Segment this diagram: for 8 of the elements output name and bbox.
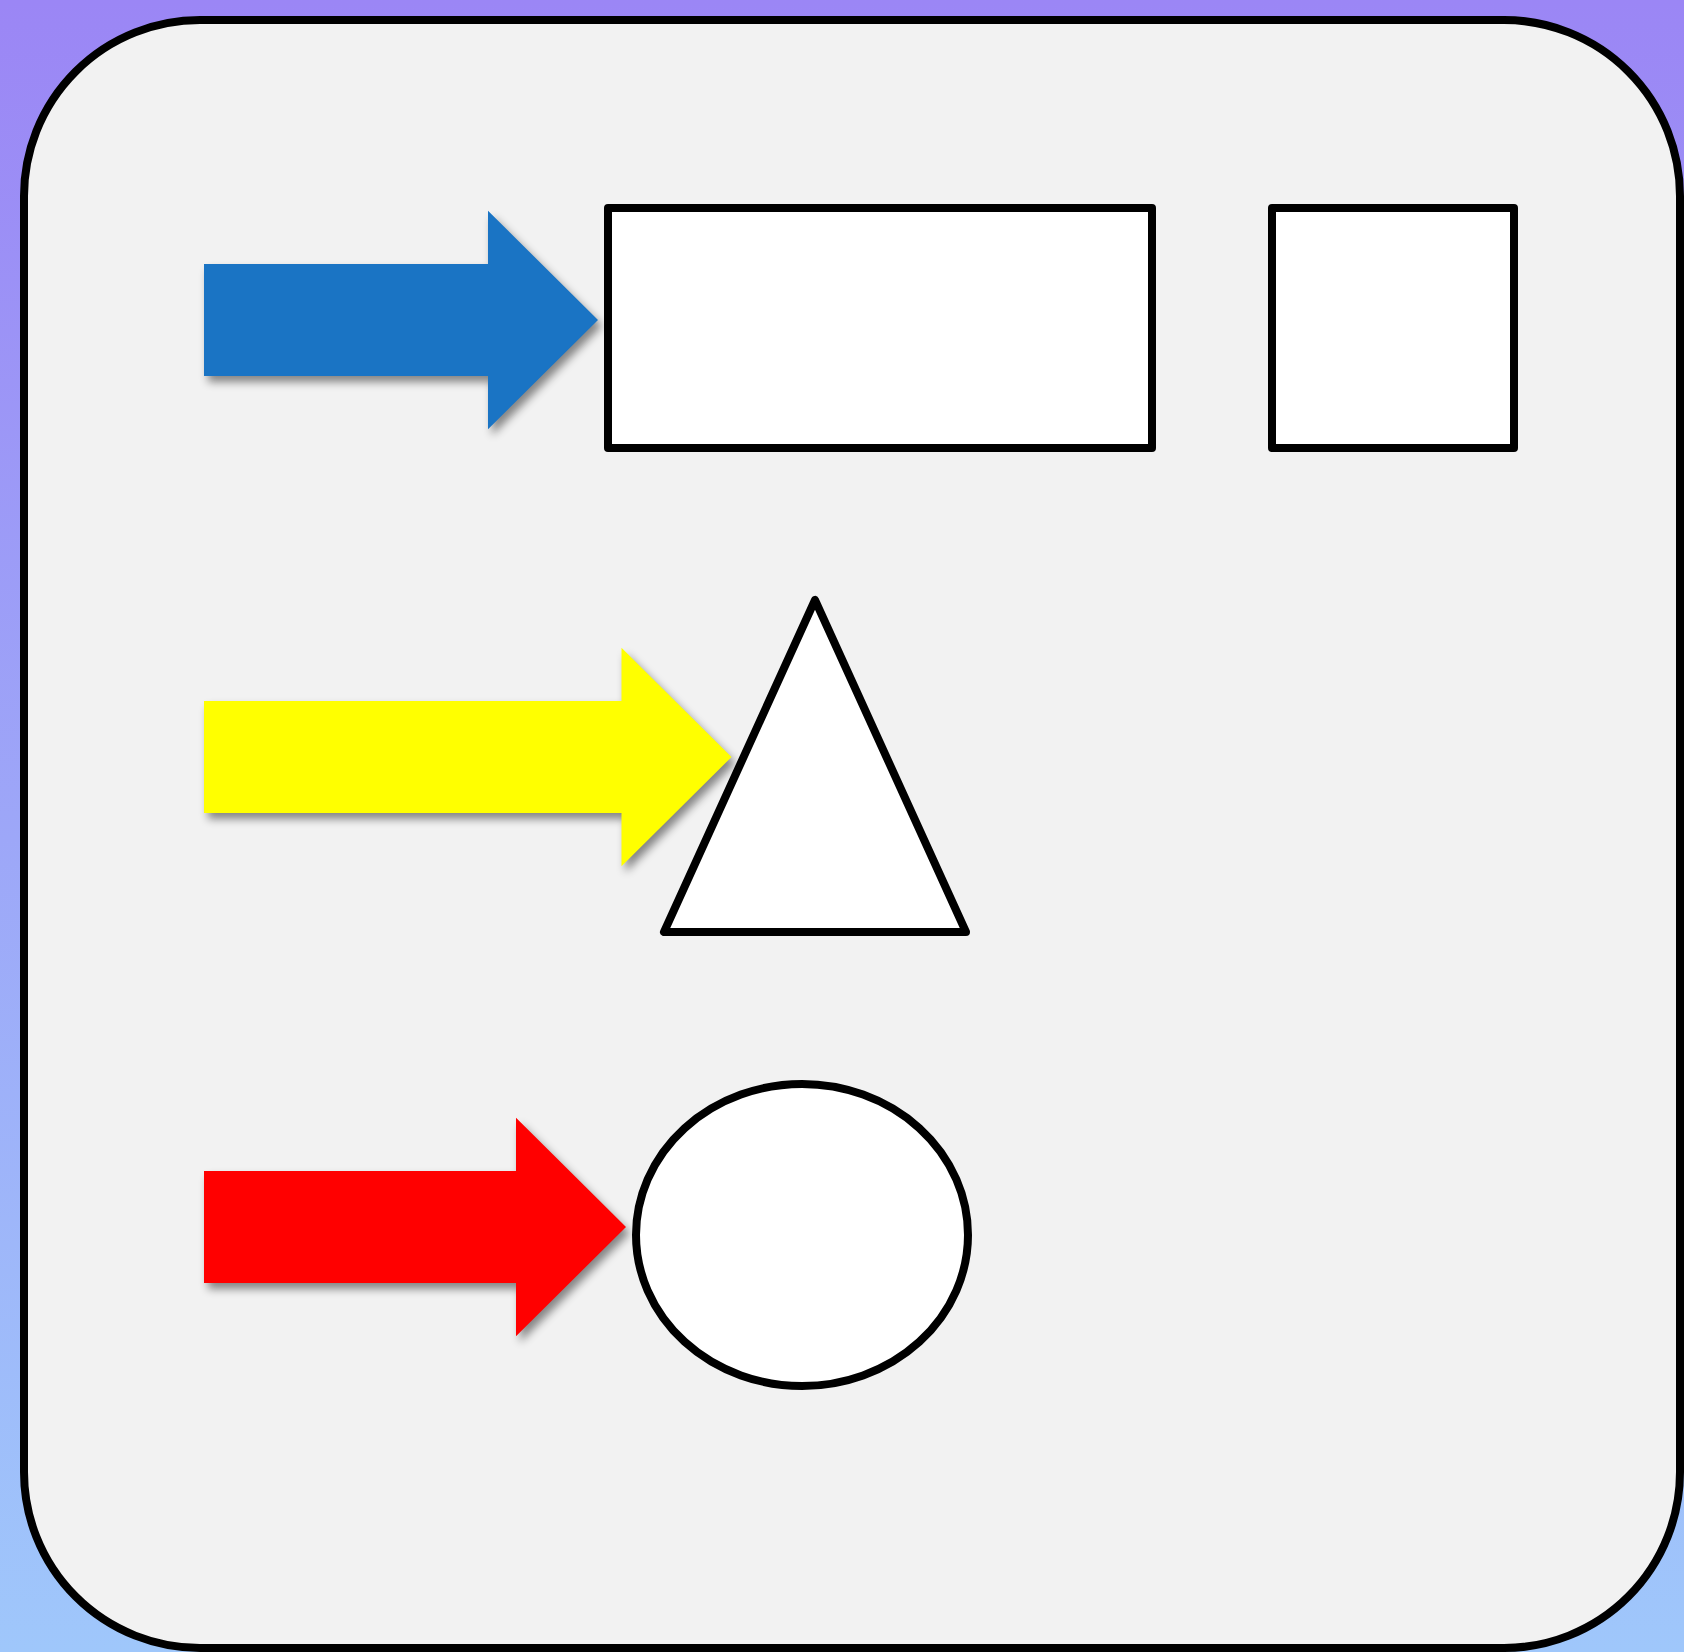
block-arrow [204, 210, 598, 430]
rectangle-shape [604, 204, 1156, 452]
block-arrow [204, 647, 732, 867]
ellipse-shape [632, 1080, 972, 1390]
rounded-panel [20, 16, 1684, 1652]
square-shape [1268, 204, 1518, 452]
triangle-shape [660, 594, 970, 936]
block-arrow [204, 1117, 626, 1337]
